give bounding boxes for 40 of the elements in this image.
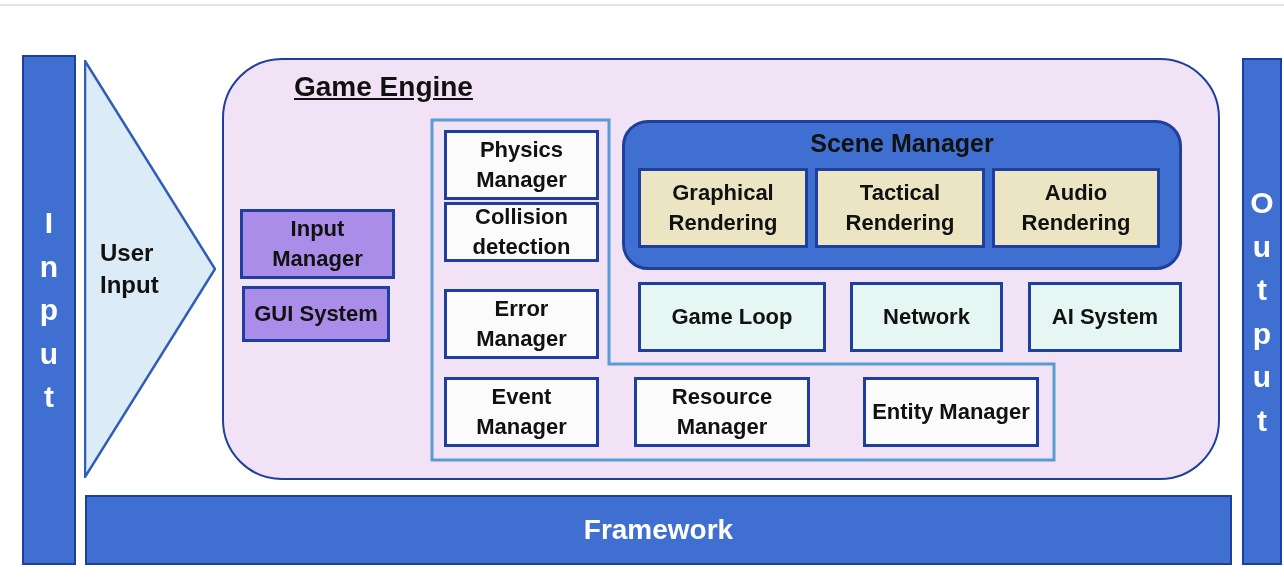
component-label: Event Manager xyxy=(475,383,568,441)
component-box xyxy=(444,289,599,359)
engine-panel xyxy=(222,58,1220,480)
component-box xyxy=(638,168,808,248)
group-title: Scene Manager xyxy=(810,128,994,159)
side-bar xyxy=(1242,58,1282,565)
component-label: AI System xyxy=(1051,303,1159,332)
component-label: Entity Manager xyxy=(872,398,1030,427)
component-box xyxy=(444,377,599,447)
side-label: Input xyxy=(38,205,60,416)
component-label: Graphical Rendering xyxy=(667,179,779,237)
component-label: Error Manager xyxy=(475,295,568,353)
component-box xyxy=(992,168,1160,248)
side-label: Output xyxy=(1250,185,1274,439)
component-label: Physics Manager xyxy=(475,136,568,194)
component-box xyxy=(850,282,1003,352)
component-label: Input Manager xyxy=(271,215,364,273)
node-label: User Input xyxy=(100,237,160,300)
layer-label: Framework xyxy=(583,513,734,548)
side-bar xyxy=(22,55,76,565)
panel-title: Game Engine xyxy=(294,70,473,104)
component-box xyxy=(815,168,985,248)
component-box xyxy=(240,209,395,279)
component-label: Game Loop xyxy=(671,303,793,332)
component-label: Audio Rendering xyxy=(1020,179,1132,237)
component-box xyxy=(634,377,810,447)
component-box xyxy=(638,282,826,352)
component-box xyxy=(863,377,1039,447)
component-label: Network xyxy=(883,303,970,332)
group-panel xyxy=(622,120,1182,270)
component-box xyxy=(1028,282,1182,352)
base-bar xyxy=(85,495,1232,565)
component-box xyxy=(444,130,599,200)
component-label: Tactical Rendering xyxy=(844,179,956,237)
triangle-shape xyxy=(84,60,216,478)
component-label: GUI System xyxy=(254,300,378,329)
component-box xyxy=(444,202,599,262)
component-label: Collision detection xyxy=(471,203,572,261)
component-label: Resource Manager xyxy=(670,383,774,441)
component-box xyxy=(242,286,390,342)
